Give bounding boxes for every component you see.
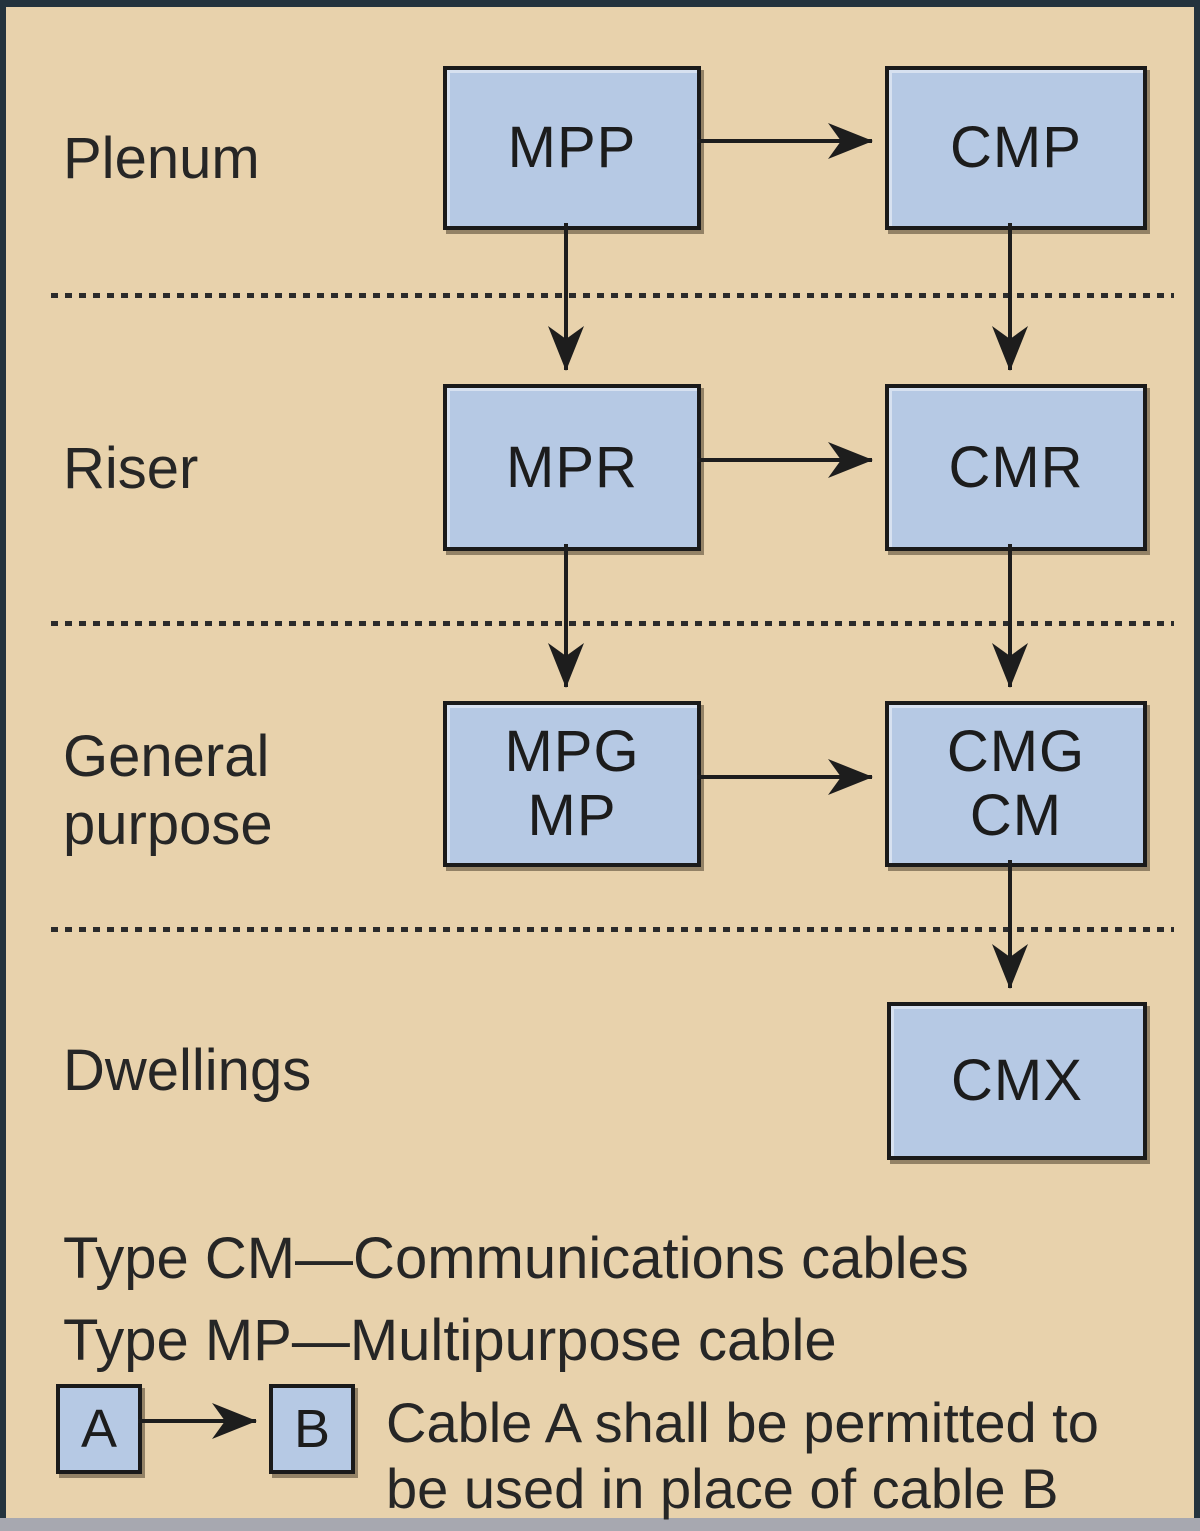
legend-type-mp: Type MP—Multipurpose cable [63, 1308, 837, 1373]
row-label-plenum: Plenum [63, 126, 260, 191]
legend-caption: Cable A shall be permitted to be used in… [386, 1390, 1099, 1522]
node-cmg-label-line1: CMG [946, 719, 1086, 784]
legend-box-a: A [56, 1384, 142, 1474]
legend-box-a-label: A [80, 1399, 118, 1459]
legend-type-cm: Type CM—Communications cables [63, 1226, 969, 1291]
row-label-dwellings: Dwellings [63, 1038, 312, 1103]
node-cmp-label: CMP [950, 115, 1082, 180]
node-cmr-label: CMR [948, 434, 1084, 500]
node-mpg-label-line1: MPG [504, 719, 640, 784]
node-mpp-label: MPP [507, 115, 637, 180]
row-label-riser: Riser [63, 436, 199, 501]
legend-caption-line1: Cable A shall be permitted to [386, 1391, 1099, 1454]
node-cmg-cm: CMG CM [885, 701, 1147, 867]
node-cmx: CMX [887, 1002, 1147, 1160]
node-mpp: MPP [443, 66, 701, 230]
node-cmr: CMR [885, 384, 1147, 551]
row-label-general-line1: General [63, 724, 270, 789]
node-cmp: CMP [885, 66, 1147, 230]
node-mpr-label: MPR [506, 434, 638, 500]
node-mpg-mp: MPG MP [443, 701, 701, 867]
separator-general-dwellings [51, 927, 1174, 932]
separator-riser-general [51, 621, 1174, 626]
node-cmx-label: CMX [951, 1048, 1083, 1113]
separator-plenum-riser [51, 293, 1174, 298]
legend-box-b: B [269, 1384, 355, 1474]
node-mpr: MPR [443, 384, 701, 551]
legend-caption-line2: be used in place of cable B [386, 1457, 1059, 1520]
node-mpg-label-line2: MP [527, 783, 617, 848]
node-cmg-label-line2: CM [969, 783, 1063, 848]
row-label-general-line2: purpose [63, 792, 273, 857]
legend-box-b-label: B [293, 1399, 331, 1459]
